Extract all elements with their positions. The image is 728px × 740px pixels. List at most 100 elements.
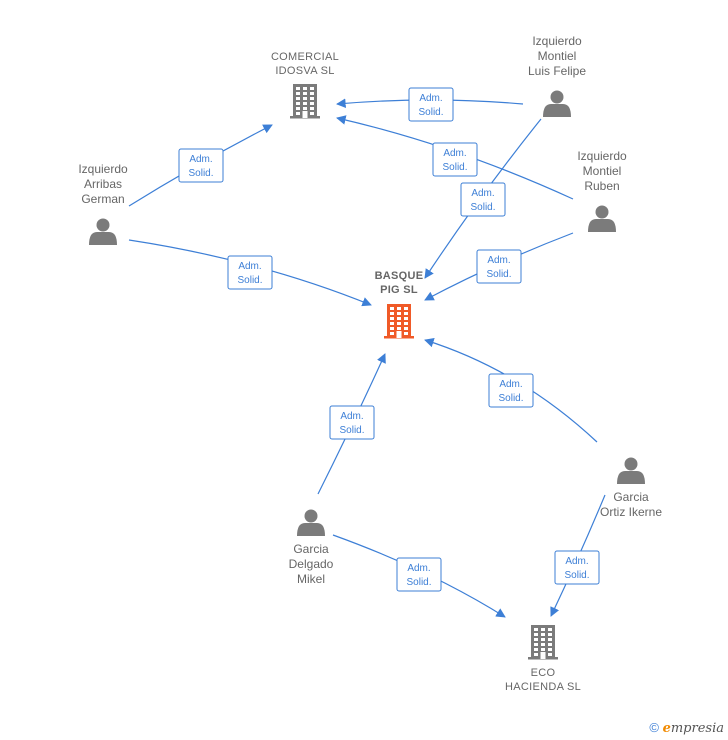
edge-label-mikel-to-eco[interactable]: Adm.Solid. bbox=[396, 557, 442, 592]
edge-label-text: Solid. bbox=[470, 202, 495, 213]
building-icon-window bbox=[303, 92, 307, 95]
building-icon-window bbox=[534, 643, 538, 646]
edge-label-box bbox=[227, 255, 273, 290]
person-icon-head bbox=[550, 90, 564, 104]
building-icon-window bbox=[296, 87, 300, 90]
building-icon-window bbox=[310, 97, 314, 100]
building-icon bbox=[528, 625, 558, 660]
edge-label-luisfelipe-to-basque[interactable]: Adm. Solid. bbox=[460, 182, 506, 217]
node-label-eco: ECO bbox=[531, 667, 556, 679]
building-icon-window bbox=[541, 648, 545, 651]
edge-label-mikel-to-basque[interactable]: Adm.Solid. bbox=[329, 405, 375, 440]
building-icon-window bbox=[404, 307, 408, 310]
node-label-eco: HACIENDA SL bbox=[505, 681, 581, 693]
building-icon-window bbox=[397, 317, 401, 320]
node-label-luisfelipe: Montiel bbox=[538, 49, 577, 63]
edge-labels-layer: Adm. Solid. Adm. Solid. Adm. Solid. Adm. Solid.… bbox=[178, 87, 600, 592]
building-icon-window bbox=[390, 312, 394, 315]
edge-label-text: Solid. bbox=[486, 269, 511, 280]
building-icon-window bbox=[390, 322, 394, 325]
edge-label-text: Adm. bbox=[487, 255, 510, 266]
node-label-luisfelipe: Izquierdo bbox=[532, 34, 582, 48]
building-icon-window bbox=[534, 653, 538, 656]
edge-label-ikerne-to-basque[interactable]: Adm. Solid. bbox=[488, 373, 534, 408]
edge-label-text: Solid. bbox=[564, 570, 589, 581]
building-icon-window bbox=[541, 643, 545, 646]
building-icon-window bbox=[534, 638, 538, 641]
empresia-logo: empresia bbox=[662, 721, 724, 736]
building-icon-window bbox=[310, 92, 314, 95]
edge-label-ikerne-to-eco[interactable]: Adm. Solid. bbox=[554, 550, 600, 585]
node-label-comercial: COMERCIAL bbox=[271, 51, 339, 63]
building-icon-window bbox=[548, 648, 552, 651]
edge-label-text: Adm. bbox=[471, 188, 494, 199]
building-icon-window bbox=[397, 312, 401, 315]
building-icon-window bbox=[548, 638, 552, 641]
node-label-german: Arribas bbox=[84, 177, 122, 191]
edge-label-german-to-comercial[interactable]: Adm.Solid. bbox=[178, 148, 224, 183]
edge-label-text: Solid. bbox=[498, 393, 523, 404]
edge-label-text: Adm. bbox=[565, 556, 588, 567]
edge-label-box bbox=[460, 182, 506, 217]
building-icon-window bbox=[534, 628, 538, 631]
edge-label-luisfelipe-to-comercial[interactable]: Adm.Solid. bbox=[408, 87, 454, 122]
building-icon-window bbox=[534, 633, 538, 636]
node-label-luisfelipe: Luis Felipe bbox=[528, 64, 586, 78]
building-icon-window bbox=[310, 107, 314, 110]
edge-label-text: Adm. bbox=[499, 379, 522, 390]
building-icon-window bbox=[310, 112, 314, 115]
building-icon-window bbox=[296, 92, 300, 95]
edge-label-german-to-basque[interactable]: Adm.Solid. bbox=[227, 255, 273, 290]
nodes-layer: COMERCIAL IDOSVA SL BASQUE PIG SL ECO HACIEND… bbox=[78, 34, 662, 693]
edge-label-text: Solid. bbox=[339, 425, 364, 436]
building-icon-window bbox=[404, 312, 408, 315]
node-label-ikerne: Ortiz Ikerne bbox=[600, 505, 662, 519]
building-icon-window bbox=[310, 102, 314, 105]
edge-label-text: Adm. bbox=[238, 261, 261, 272]
building-icon-window bbox=[548, 628, 552, 631]
edge-label-ruben-to-basque[interactable]: Adm. Solid. bbox=[476, 249, 522, 284]
node-label-ruben: Ruben bbox=[584, 179, 619, 193]
person-icon-body bbox=[543, 104, 571, 117]
building-icon-window bbox=[397, 322, 401, 325]
edge-label-ruben-to-comercial[interactable]: Adm.Solid. bbox=[432, 142, 478, 177]
building-icon-window bbox=[541, 633, 545, 636]
building-icon-window bbox=[541, 628, 545, 631]
node-label-basque: PIG SL bbox=[380, 284, 418, 296]
building-icon-window bbox=[541, 638, 545, 641]
building-icon bbox=[290, 84, 320, 119]
building-icon-window bbox=[303, 97, 307, 100]
node-label-ikerne: Garcia bbox=[613, 490, 649, 504]
node-label-german: German bbox=[81, 192, 124, 206]
edge-label-box bbox=[488, 373, 534, 408]
building-icon-door bbox=[540, 652, 546, 659]
node-label-mikel: Delgado bbox=[289, 557, 334, 571]
building-icon-window bbox=[310, 87, 314, 90]
building-icon-door bbox=[302, 111, 308, 118]
node-eco[interactable]: ECO HACIENDA SL bbox=[505, 625, 581, 693]
node-comercial[interactable]: COMERCIAL IDOSVA SL bbox=[271, 51, 339, 119]
edge-label-text: Solid. bbox=[406, 577, 431, 588]
building-icon-window bbox=[296, 112, 300, 115]
person-icon bbox=[588, 205, 616, 232]
copyright-symbol: © bbox=[649, 720, 659, 735]
node-label-basque: BASQUE bbox=[375, 270, 424, 282]
node-label-mikel: Mikel bbox=[297, 572, 325, 586]
edge-label-box bbox=[329, 405, 375, 440]
building-icon-window bbox=[303, 107, 307, 110]
building-icon-window bbox=[404, 327, 408, 330]
node-basque[interactable]: BASQUE PIG SL bbox=[375, 270, 424, 339]
building-icon-window bbox=[404, 322, 408, 325]
node-label-comercial: IDOSVA SL bbox=[275, 65, 334, 77]
edge-label-box bbox=[554, 550, 600, 585]
edge-label-text: Adm. bbox=[443, 148, 466, 159]
building-icon-window bbox=[390, 307, 394, 310]
person-icon-head bbox=[595, 205, 609, 219]
building-icon-window bbox=[548, 633, 552, 636]
building-icon-window bbox=[548, 643, 552, 646]
